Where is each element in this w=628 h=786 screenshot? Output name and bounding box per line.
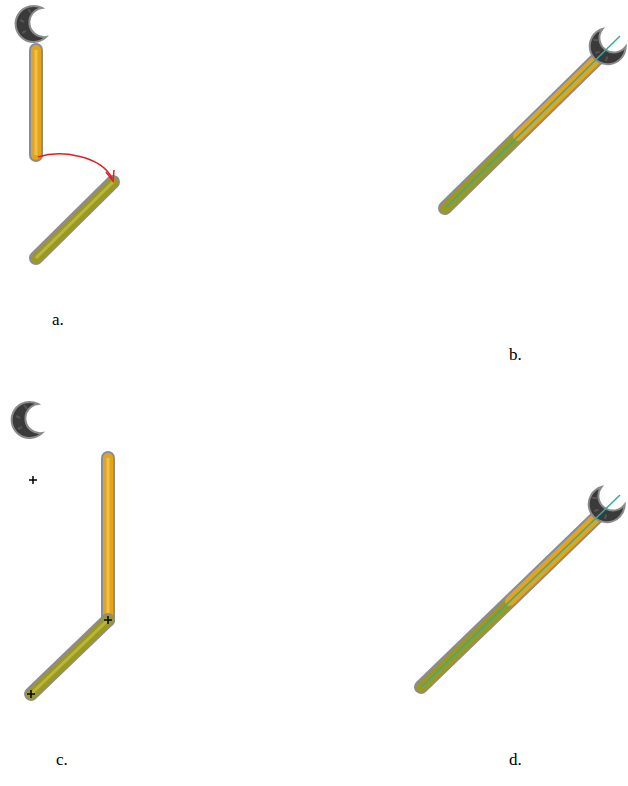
hook (12, 402, 42, 438)
olive-rod (31, 620, 108, 694)
panel-label: a. (52, 310, 64, 330)
hook (16, 6, 46, 42)
axis-line (421, 495, 620, 687)
panel-label: d. (509, 750, 522, 770)
hook (581, 483, 628, 530)
move-arrow (38, 154, 112, 178)
orange-rod (103, 458, 113, 620)
olive-rod (36, 182, 113, 258)
panel-label: b. (509, 345, 522, 365)
hook (582, 25, 628, 72)
joint-marks (27, 616, 112, 698)
orange-rod (31, 50, 41, 155)
panel-label: c. (56, 750, 68, 770)
axis-line (445, 36, 620, 208)
